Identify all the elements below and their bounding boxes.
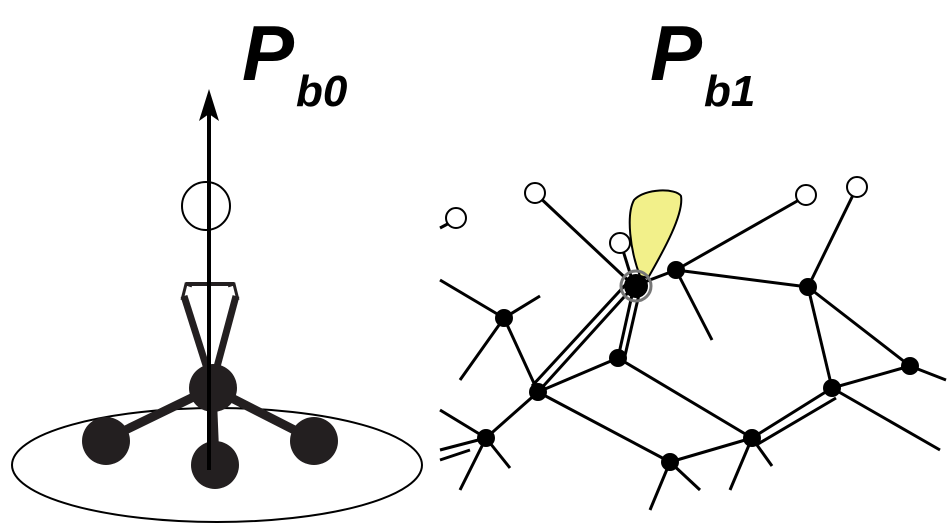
label-pb1: Pb1 [650,14,755,114]
label-pb0: Pb0 [242,14,347,114]
atom-left [82,417,130,465]
atom-right [290,417,338,465]
prong-left-tip [180,282,193,301]
filled-atoms [477,261,919,471]
label-pb0-sub: b0 [296,67,348,116]
label-pb0-main: P [242,9,295,97]
label-pb1-main: P [650,9,703,97]
label-pb1-sub: b1 [704,67,756,116]
prong-right-tip [227,282,240,301]
prong-right [210,295,240,379]
surface-atom-ring [619,269,653,303]
dangling-bond-orbital [628,189,683,280]
lattice-bonds [439,188,947,511]
open-atoms [445,176,868,254]
pb0-diagram [11,89,423,523]
open-circle [181,181,231,231]
atom-central [189,364,237,412]
arrow-head-icon [199,89,219,121]
atom-bottom [191,441,239,489]
panel-pb1: Pb1 [430,0,947,528]
pb1-diagram [439,176,947,511]
panel-pb0: Pb0 [0,0,440,528]
surface-atom [624,274,648,298]
prong-left [180,294,214,380]
